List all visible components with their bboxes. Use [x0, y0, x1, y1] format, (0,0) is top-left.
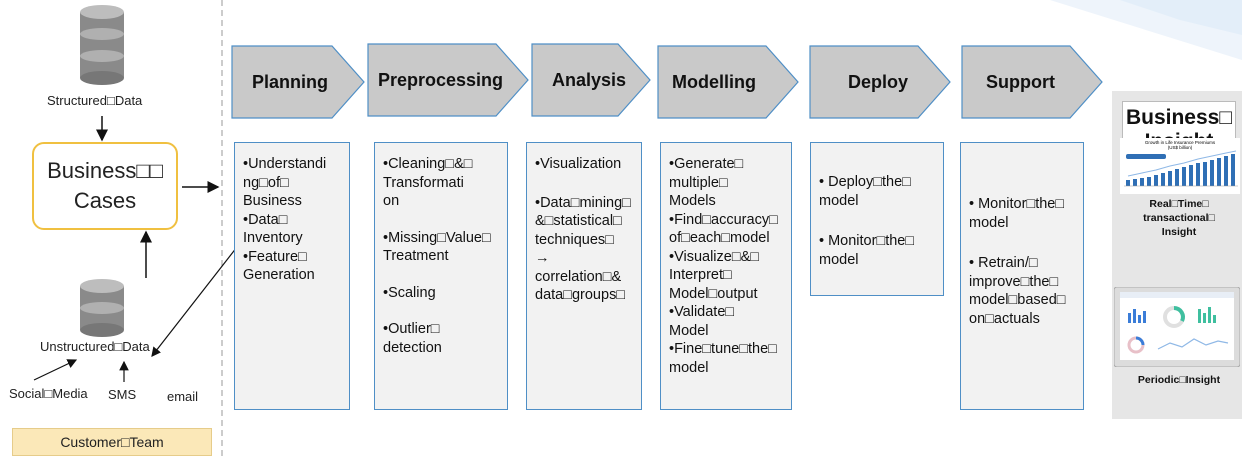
periodic-dashboard-thumbnail: [1114, 287, 1240, 367]
step-title-analysis: Analysis: [552, 70, 627, 90]
modelling-item: •Generate□ multiple□ Models: [669, 156, 744, 209]
arrow-social: [33, 359, 78, 381]
email-label: email: [167, 389, 199, 404]
step-title-deploy: Deploy: [848, 72, 909, 92]
social-media-label: Social□Media: [9, 386, 88, 401]
planning-item: •Understandi ng□of□ Business: [243, 156, 327, 209]
step-box-planning: •Understandi ng□of□ Business •Data□ Inve…: [234, 142, 350, 410]
arrow-back-to-data: [151, 237, 245, 357]
preprocessing-item: •Missing□Value□ Treatment: [383, 229, 491, 265]
step-box-support: • Monitor□the□ model • Retrain/□ improve…: [960, 142, 1084, 410]
modelling-item: •Validate□ Model: [669, 304, 735, 339]
preprocessing-item: •Scaling: [383, 284, 436, 301]
step-box-preprocessing: •Cleaning□&□ Transformati on •Missing□Va…: [374, 142, 508, 410]
realtime-insight-label: Real□Time□ transactional□ Insight: [1143, 198, 1215, 238]
deploy-item: • Monitor□the□ model: [819, 233, 915, 268]
analysis-item: •Visualization: [535, 156, 622, 172]
mini-chart-bars: [1126, 154, 1235, 186]
structured-data-label: Structured□Data: [47, 93, 143, 108]
step-box-analysis: •Visualization •Data□mining□ &□statistic…: [526, 142, 642, 410]
support-item: • Retrain/□ improve□the□ model□based□ on…: [969, 255, 1066, 327]
step-arrow-modelling: [657, 45, 799, 119]
periodic-insight-label: Periodic□Insight: [1137, 374, 1221, 386]
step-title-support: Support: [986, 72, 1055, 92]
mini-chart-title: Growth in Life Insurance Premiums: [1145, 140, 1216, 145]
step-arrow-support: [961, 45, 1103, 119]
step-title-modelling: Modelling: [672, 72, 756, 92]
modelling-item: •Find□accuracy□ of□each□model: [669, 211, 778, 247]
preprocessing-item: •Cleaning□&□ Transformati on: [383, 156, 473, 209]
step-arrow-analysis: [531, 43, 651, 117]
customer-team-label: Customer□Team: [12, 428, 212, 456]
planning-item: •Feature□ Generation: [243, 248, 315, 284]
step-box-deploy: • Deploy□the□ model • Monitor□the□ model: [810, 142, 944, 296]
mini-chart-unit: (US$ billion): [1168, 145, 1193, 150]
step-title-planning: Planning: [252, 72, 328, 92]
modelling-item: •Visualize□&□ Interpret□ Model□output: [669, 248, 760, 302]
business-cases-box: Business□□ Cases: [32, 142, 178, 230]
modelling-item: •Fine□tune□the□ model: [669, 341, 777, 376]
step-arrow-preprocessing: [367, 43, 529, 117]
unstructured-database-icon: [80, 279, 124, 337]
support-item: • Monitor□the□ model: [969, 196, 1065, 231]
unstructured-data-label: Unstructured□Data: [40, 339, 150, 354]
step-box-modelling: •Generate□ multiple□ Models •Find□accura…: [660, 142, 792, 410]
step-arrow-planning: [231, 45, 365, 119]
sms-label: SMS: [108, 387, 137, 402]
step-arrow-deploy: [809, 45, 951, 119]
decor-shape-2: [1120, 0, 1242, 35]
realtime-chart-thumbnail: Growth in Life Insurance Premiums (US$ b…: [1120, 138, 1240, 194]
preprocessing-item: •Outlier□ detection: [383, 321, 442, 356]
structured-database-icon: [80, 5, 124, 85]
analysis-item: •Data□mining□ &□statistical□ techniques□…: [535, 194, 631, 304]
step-title-preprocessing: Preprocessing: [378, 70, 504, 90]
planning-item: •Data□ Inventory: [243, 211, 303, 247]
deploy-item: • Deploy□the□ model: [819, 174, 911, 209]
